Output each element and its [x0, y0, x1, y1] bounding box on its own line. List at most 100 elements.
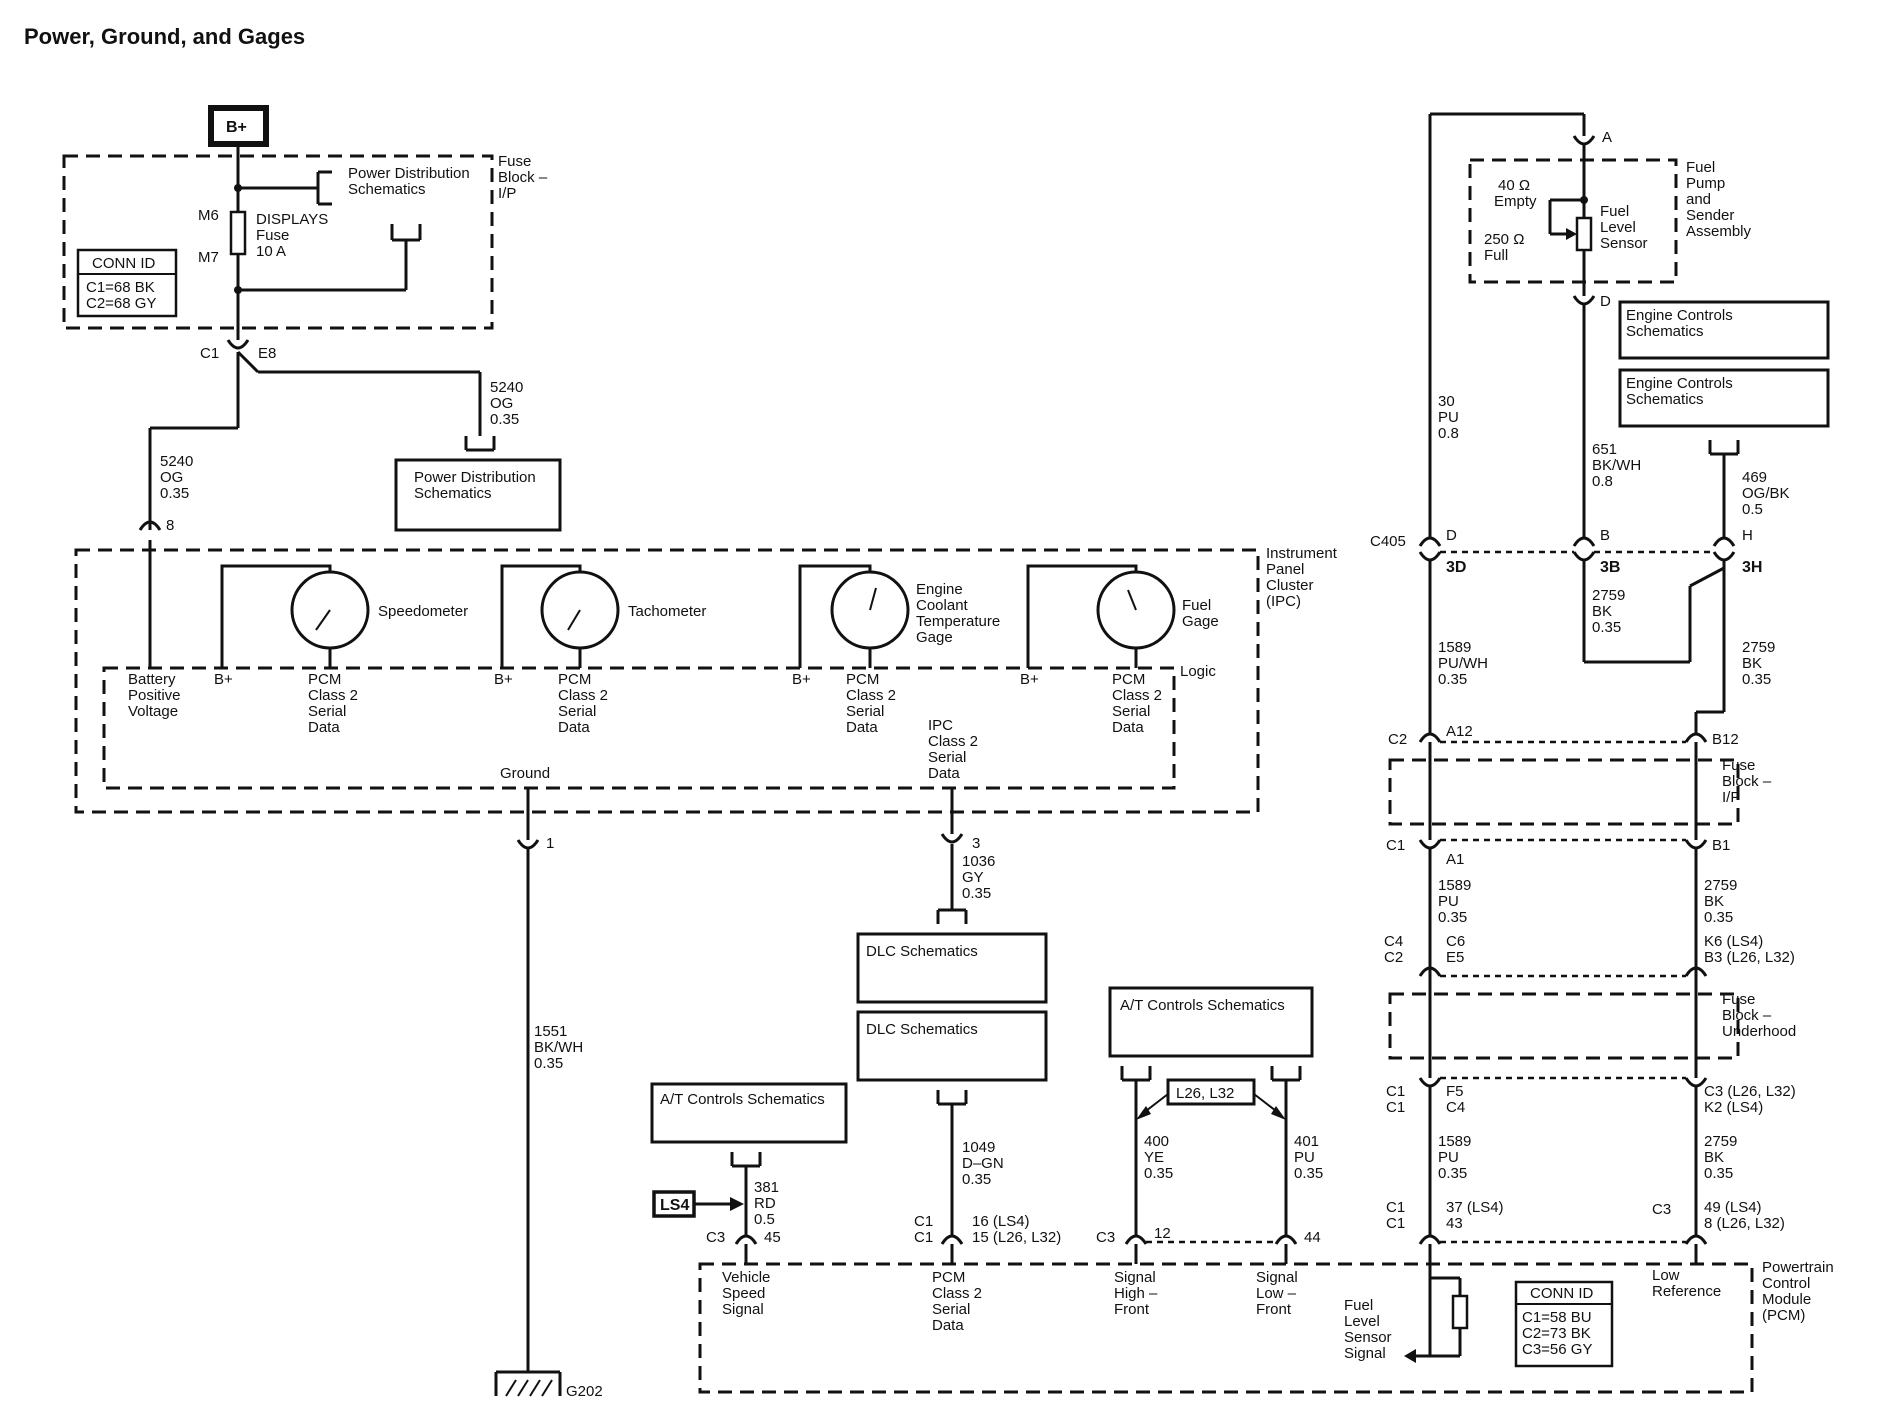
fuel-pump-label-1: Fuel	[1686, 159, 1715, 176]
speedo-pcm-4: Data	[308, 719, 340, 736]
w400-3: 0.35	[1144, 1165, 1173, 1182]
c6-label: C6	[1446, 933, 1465, 950]
w400-2: YE	[1144, 1149, 1164, 1166]
pin-44: 44	[1304, 1229, 1321, 1246]
w2759b-3: 0.35	[1742, 671, 1771, 688]
pcm-conn-c3: C3=56 GY	[1522, 1341, 1592, 1358]
c1c1a-1: C1	[1386, 1083, 1405, 1100]
w1589a-2: PU/WH	[1438, 655, 1488, 672]
at-right-c3: C3	[1096, 1229, 1115, 1246]
dlc-box-2: DLC Schematics	[866, 1021, 978, 1038]
coolant-pcm-4: Data	[846, 719, 878, 736]
fuel-signal-3: Sensor	[1344, 1329, 1392, 1346]
pin-d: D	[1600, 293, 1611, 310]
pcm-class2-1: PCM	[932, 1269, 965, 1286]
pin-45: 45	[764, 1229, 781, 1246]
w2759a-1: 2759	[1592, 587, 1625, 604]
low-ref-2: Reference	[1652, 1283, 1721, 1300]
w30-1: 30	[1438, 393, 1455, 410]
w1036-3: 0.35	[962, 885, 991, 902]
fuse-ip-r-2: Block –	[1722, 773, 1772, 790]
power-dist-label-2: Schematics	[348, 181, 426, 198]
w5240-left-1: 5240	[160, 453, 193, 470]
fuse-ip-r-1: Fuse	[1722, 757, 1755, 774]
fuel-pump-label-2: Pump	[1686, 175, 1725, 192]
e8-label: E8	[258, 345, 276, 362]
w2759b-1: 2759	[1742, 639, 1775, 656]
pin-8: 8	[166, 517, 174, 534]
k2-label: K2 (LS4)	[1704, 1099, 1763, 1116]
w1551-1: 1551	[534, 1023, 567, 1040]
battery-label-2: Positive	[128, 687, 181, 704]
sensor-label-2: Level	[1600, 219, 1636, 236]
right-wiring: 30 PU 0.8 651 BK/WH 0.8 469 OG/BK 0.5 C4…	[1370, 114, 1796, 1264]
coolant-label-4: Gage	[916, 629, 953, 646]
pin-12: 12	[1154, 1225, 1171, 1242]
pin-1: 1	[546, 835, 554, 852]
coolant-gauge: Engine Coolant Temperature Gage B+ PCM C…	[792, 564, 1000, 736]
w401-3: 0.35	[1294, 1165, 1323, 1182]
full-ohm: 250 Ω	[1484, 231, 1524, 248]
w1551-2: BK/WH	[534, 1039, 583, 1056]
coolant-pcm-1: PCM	[846, 671, 879, 688]
coolant-label-3: Temperature	[916, 613, 1000, 630]
low-ref-1: Low	[1652, 1267, 1680, 1284]
sig-low-3: Front	[1256, 1301, 1292, 1318]
c405-label: C405	[1370, 533, 1406, 550]
c1c1b-2: C1	[1386, 1215, 1405, 1232]
fuel-pump-label-5: Assembly	[1686, 223, 1752, 240]
tacho-bplus: B+	[494, 671, 513, 688]
c1-label: C1	[200, 345, 219, 362]
fuel-pcm-3: Serial	[1112, 703, 1150, 720]
b12-label: B12	[1712, 731, 1739, 748]
m6-label: M6	[198, 207, 219, 224]
ipc-label-3: Cluster	[1266, 577, 1314, 594]
sig-low-2: Low –	[1256, 1285, 1297, 1302]
w381-3: 0.5	[754, 1211, 775, 1228]
pcm-label-2: Control	[1762, 1275, 1810, 1292]
w1049-2: D–GN	[962, 1155, 1004, 1172]
empty-label: Empty	[1494, 193, 1537, 210]
w469-1: 469	[1742, 469, 1767, 486]
ls4-badge: LS4	[660, 1197, 689, 1214]
fuel-signal-2: Level	[1344, 1313, 1380, 1330]
fuel-pcm-1: PCM	[1112, 671, 1145, 688]
c3-l26-label: C3 (L26, L32)	[1704, 1083, 1796, 1100]
c4b-label: C4	[1446, 1099, 1465, 1116]
w2759c-3: 0.35	[1704, 909, 1733, 926]
fuel-level-sensor-icon	[1575, 216, 1593, 252]
pin-3: 3	[972, 835, 980, 852]
sig-high-2: High –	[1114, 1285, 1158, 1302]
power-dist-box-1: Power Distribution	[414, 469, 536, 486]
pin-16: 16 (LS4)	[972, 1213, 1030, 1230]
power-dist-box-2: Schematics	[414, 485, 492, 502]
ipc-data-2: Class 2	[928, 733, 978, 750]
c1-r-label: C1	[1386, 837, 1405, 854]
fuel-pcm-2: Class 2	[1112, 687, 1162, 704]
fuse-uh-3: Underhood	[1722, 1023, 1796, 1040]
g202-label: G202	[566, 1383, 603, 1400]
w1589c-3: 0.35	[1438, 1165, 1467, 1182]
w1589b-3: 0.35	[1438, 909, 1467, 926]
w2759b-2: BK	[1742, 655, 1762, 672]
c405-d: D	[1446, 527, 1457, 544]
ipc-label-2: Panel	[1266, 561, 1304, 578]
w381-1: 381	[754, 1179, 779, 1196]
c405-h: H	[1742, 527, 1753, 544]
w2759a-3: 0.35	[1592, 619, 1621, 636]
dlc-box-1: DLC Schematics	[866, 943, 978, 960]
battery-label-1: Battery	[128, 671, 176, 688]
ipc-data-1: IPC	[928, 717, 953, 734]
pcm-conn-c1: C1=58 BU	[1522, 1309, 1592, 1326]
at-left-c3: C3	[706, 1229, 725, 1246]
c405-b: B	[1600, 527, 1610, 544]
fuel-gauge-label-1: Fuel	[1182, 597, 1211, 614]
c4-label: C4	[1384, 933, 1403, 950]
pcm-class2-2: Class 2	[932, 1285, 982, 1302]
c3-r-label: C3	[1652, 1201, 1671, 1218]
tacho-pcm-1: PCM	[558, 671, 591, 688]
b3-label: B3 (L26, L32)	[1704, 949, 1795, 966]
w1049-1: 1049	[962, 1139, 995, 1156]
e5-label: E5	[1446, 949, 1464, 966]
vss-1: Vehicle	[722, 1269, 770, 1286]
